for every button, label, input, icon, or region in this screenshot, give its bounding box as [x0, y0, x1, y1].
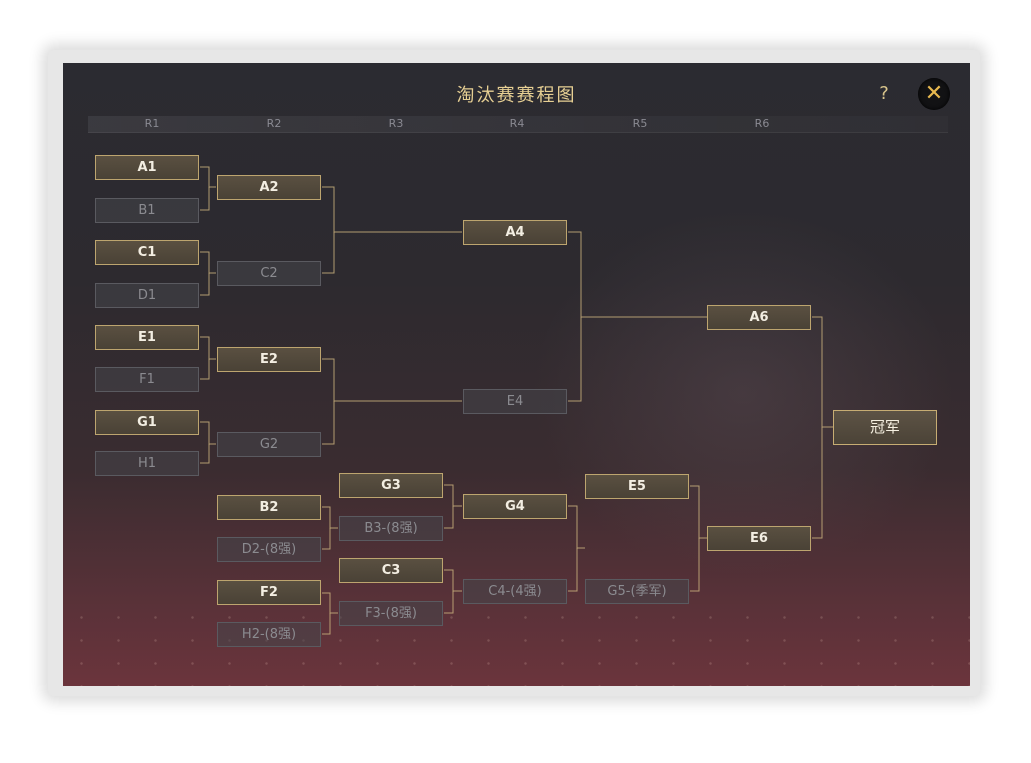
- champion-slot[interactable]: 冠军: [833, 410, 937, 445]
- round-label-r4: R4: [509, 117, 525, 130]
- bracket-slot-r3[interactable]: G3: [339, 473, 443, 498]
- bracket-slot-r4[interactable]: G4: [463, 494, 567, 519]
- bracket-slot-r2-lower[interactable]: D2-(8强): [217, 537, 321, 562]
- bracket-slot-r1[interactable]: E1: [95, 325, 199, 350]
- bracket-slot-r3[interactable]: B3-(8强): [339, 516, 443, 541]
- close-icon: ✕: [924, 81, 944, 106]
- bracket-slot-r1[interactable]: G1: [95, 410, 199, 435]
- bracket-slot-r3[interactable]: F3-(8强): [339, 601, 443, 626]
- bracket-slot-r2[interactable]: G2: [217, 432, 321, 457]
- close-button[interactable]: ✕: [918, 78, 950, 110]
- bracket-slot-r2-lower[interactable]: F2: [217, 580, 321, 605]
- panel-title: 淘汰赛赛程图: [456, 85, 577, 106]
- bracket-slot-r3[interactable]: C3: [339, 558, 443, 583]
- bracket-slot-r1[interactable]: F1: [95, 367, 199, 392]
- round-label-r6: R6: [754, 117, 770, 130]
- bracket-slot-r1[interactable]: B1: [95, 198, 199, 223]
- question-icon: ?: [879, 83, 889, 104]
- bracket-connectors: [200, 166, 833, 635]
- bracket-slot-r6[interactable]: E6: [707, 526, 811, 551]
- help-button[interactable]: ?: [871, 81, 897, 107]
- decorative-sparkles: [63, 606, 970, 686]
- bracket-panel: 淘汰赛赛程图 ? ✕ R1 R2 R3 R4 R5 R6: [63, 63, 970, 686]
- bracket-slot-r1[interactable]: H1: [95, 451, 199, 476]
- bracket-slot-r6[interactable]: A6: [707, 305, 811, 330]
- bracket-slot-r1[interactable]: C1: [95, 240, 199, 265]
- bracket-slot-r2[interactable]: E2: [217, 347, 321, 372]
- round-header-bar: R1 R2 R3 R4 R5 R6: [88, 116, 948, 133]
- round-label-r3: R3: [388, 117, 404, 130]
- bracket-slot-r2-lower[interactable]: H2-(8强): [217, 622, 321, 647]
- round-label-r5: R5: [632, 117, 648, 130]
- bracket-slot-r4[interactable]: A4: [463, 220, 567, 245]
- bracket-slot-r5[interactable]: E5: [585, 474, 689, 499]
- bracket-slot-r2[interactable]: C2: [217, 261, 321, 286]
- bracket-slot-r5[interactable]: G5-(季军): [585, 579, 689, 604]
- round-label-r1: R1: [144, 117, 160, 130]
- bracket-slot-r4[interactable]: E4: [463, 389, 567, 414]
- round-label-r2: R2: [266, 117, 282, 130]
- bracket-slot-r4[interactable]: C4-(4强): [463, 579, 567, 604]
- bracket-slot-r2[interactable]: A2: [217, 175, 321, 200]
- bracket-slot-r1[interactable]: A1: [95, 155, 199, 180]
- bracket-slot-r1[interactable]: D1: [95, 283, 199, 308]
- bracket-slot-r2-lower[interactable]: B2: [217, 495, 321, 520]
